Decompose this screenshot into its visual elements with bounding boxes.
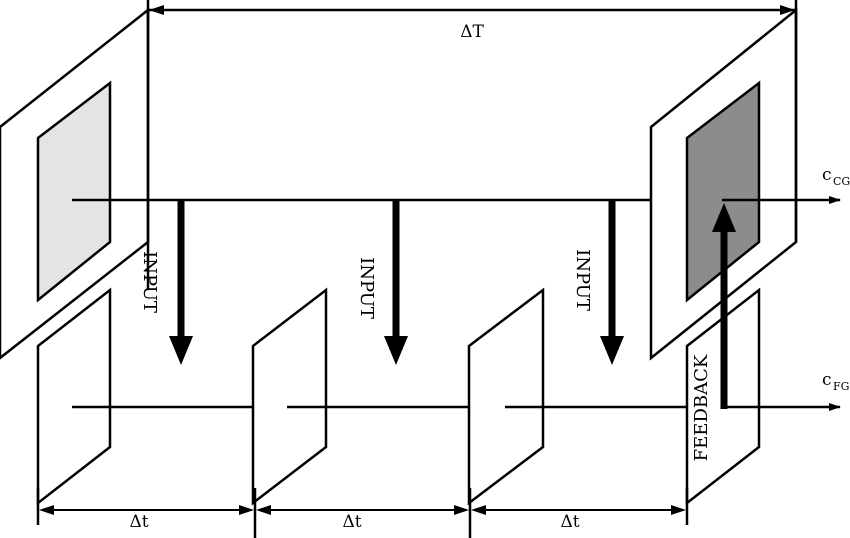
delta-t-arrowhead-3b [671,505,686,515]
input-label-2: INPUT [356,257,377,319]
delta-t-arrowhead-2b [454,505,469,515]
fine-plane-1 [36,287,112,506]
input-arrow-1-head [169,336,193,365]
delta-t-arrowhead-2a [256,505,271,515]
delta-T-label: ΔT [460,22,484,42]
svg-text:c: c [822,370,832,390]
c-fine-grid-label: c FG [822,370,849,393]
feedback-label: FEEDBACK [691,354,712,461]
delta-t-arrowhead-1a [39,505,54,515]
right-coarse-plane-outer [649,7,798,361]
left-fine-plane-inner [36,80,112,303]
input-label-3: INPUT [572,249,593,311]
input-label-1: INPUT [139,251,160,313]
input-arrow-3-head [600,336,624,365]
fine-plane-4 [685,287,761,506]
delta-t-label-1: Δt [129,512,148,532]
delta-t-arrowhead-1b [239,505,254,515]
delta-T-arrowhead-left [149,5,164,15]
svg-text:c: c [822,165,832,185]
fine-plane-2 [251,287,328,506]
left-coarse-plane-outer [0,7,150,360]
input-arrow-2-head [384,336,408,365]
delta-t-label-2: Δt [342,512,361,532]
svg-text:CG: CG [833,175,850,188]
svg-text:FG: FG [833,380,849,393]
delta-t-arrowhead-3a [471,505,486,515]
feedback-arrow-head [712,203,736,232]
fine-plane-3 [467,287,545,506]
delta-T-arrowhead-right [780,5,795,15]
right-coarse-plane-inner [685,80,761,303]
delta-t-label-3: Δt [560,512,579,532]
c-coarse-grid-label: c CG [822,165,850,188]
